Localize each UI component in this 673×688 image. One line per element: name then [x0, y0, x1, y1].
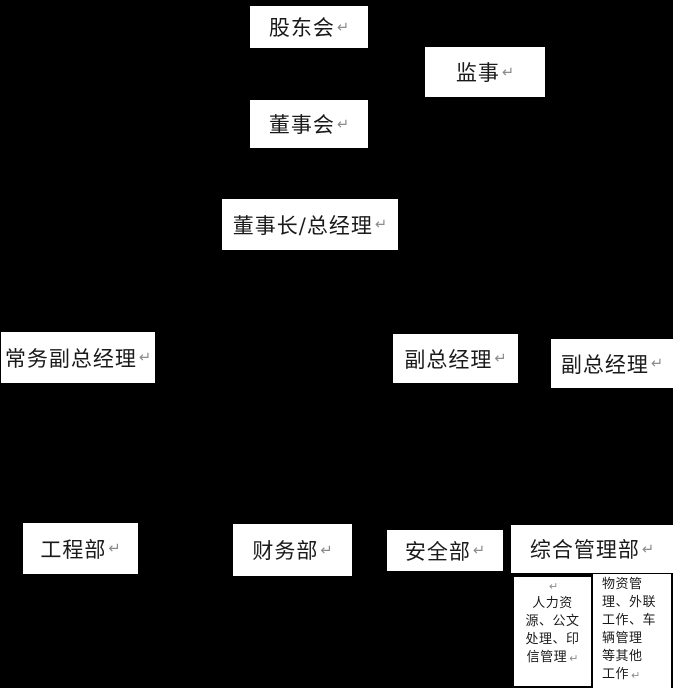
empty-paragraph-line: ↵	[520, 578, 585, 595]
org-node-label: 监事	[455, 61, 500, 85]
org-node-label: 副总经理	[560, 352, 649, 377]
org-node-chairman-general-manager: 董事长/总经理↵	[222, 199, 398, 250]
org-node-safety-dept: 安全部↵	[387, 530, 503, 571]
paragraph-mark-icon: ↵	[631, 669, 641, 682]
paragraph-mark-icon: ↵	[494, 350, 507, 367]
paragraph-mark-icon: ↵	[569, 652, 579, 665]
org-node-supervisor: 监事↵	[425, 47, 545, 97]
org-node-shareholders-meeting: 股东会↵	[250, 6, 368, 48]
paragraph-mark-icon: ↵	[320, 541, 333, 559]
org-node-deputy-general-manager-2: 副总经理↵	[551, 339, 673, 388]
org-node-label: 财务部	[252, 539, 319, 563]
org-node-deputy-general-manager-1: 副总经理↵	[393, 334, 518, 383]
org-node-label: 股东会	[268, 16, 335, 40]
org-node-label: 安全部	[404, 539, 471, 564]
paragraph-mark-icon: ↵	[336, 115, 350, 133]
org-node-label: 副总经理	[404, 347, 493, 372]
org-node-materials-liaison-vehicle-management: 物资管 理、外联 工作、车 辆管理 等其他 工作↵	[593, 574, 671, 688]
paragraph-mark-icon: ↵	[548, 580, 559, 593]
org-node-hr-documents-seal-management: ↵ 人力资 源、公文 处理、印 信管理↵	[514, 577, 591, 686]
org-node-label: 常务副总经理	[4, 346, 137, 371]
org-node-label: 董事会	[268, 113, 335, 137]
paragraph-mark-icon: ↵	[374, 216, 388, 233]
org-node-label: 综合管理部	[529, 538, 640, 562]
paragraph-mark-icon: ↵	[138, 349, 152, 366]
paragraph-mark-icon: ↵	[108, 540, 121, 557]
org-node-label: 工程部	[40, 537, 107, 562]
org-node-label: 人力资 源、公文 处理、印 信管理	[525, 596, 580, 665]
paragraph-mark-icon: ↵	[641, 540, 655, 558]
org-node-label: 董事长/总经理	[232, 213, 373, 238]
org-node-finance-dept: 财务部↵	[233, 524, 352, 576]
paragraph-mark-icon: ↵	[650, 355, 664, 372]
org-node-label: 物资管 理、外联 工作、车 辆管理 等其他 工作	[602, 577, 657, 682]
org-node-board-of-directors: 董事会↵	[250, 100, 368, 148]
paragraph-mark-icon: ↵	[472, 542, 486, 559]
org-node-executive-deputy-general-manager: 常务副总经理↵	[1, 332, 155, 383]
paragraph-mark-icon: ↵	[501, 63, 515, 81]
org-node-engineering-dept: 工程部↵	[23, 523, 138, 574]
paragraph-mark-icon: ↵	[336, 18, 350, 36]
org-node-general-management-dept: 综合管理部↵	[511, 525, 673, 573]
